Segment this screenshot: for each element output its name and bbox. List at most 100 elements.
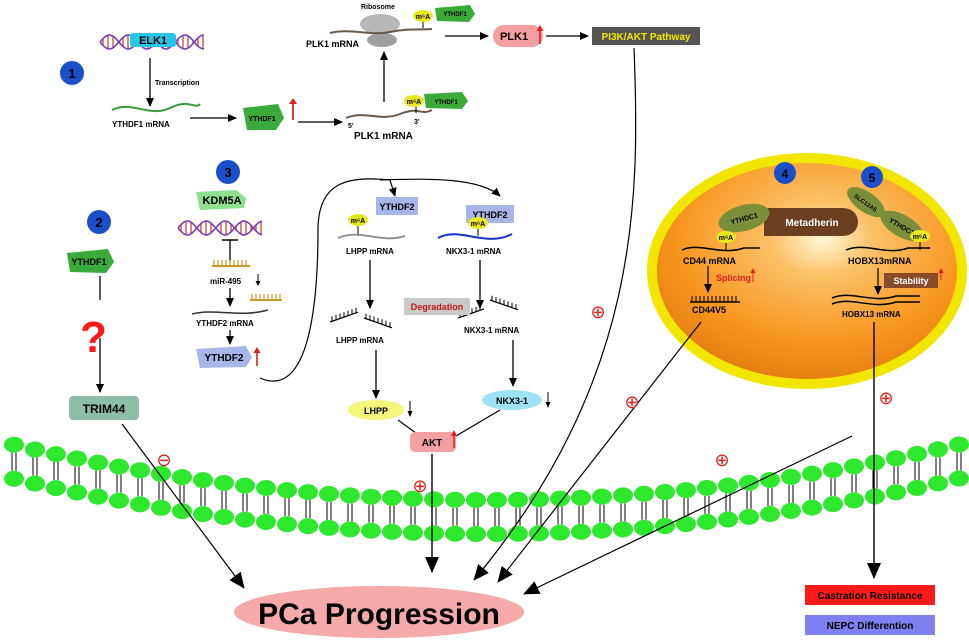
lipid-head	[298, 484, 318, 501]
hobx-mrna-top-label: HOBX13mRNA	[848, 256, 912, 266]
ythdf2-protein-shape	[196, 346, 252, 368]
lipid-head	[361, 522, 381, 539]
ythdf2-mrna-strand	[191, 309, 269, 315]
lipid-head	[571, 523, 591, 540]
plus-sign-akt: ⊕	[412, 476, 427, 496]
degraded-mrna-fragments	[329, 295, 519, 329]
lhpp-box	[348, 400, 404, 420]
pathway-2: 2 YTHDF1 ? TRIM44	[67, 210, 139, 420]
ythdf1-protein-label: YTHDF1	[248, 116, 275, 123]
ythdf1-protein-shape	[243, 104, 284, 130]
degradation-label: Degradation	[411, 302, 464, 312]
lipid-head	[424, 491, 444, 508]
lipid-head	[613, 521, 633, 538]
ythdf1-protein-2-label: YTHDF1	[71, 257, 106, 267]
ythdf1-mrna-strand	[111, 102, 201, 113]
nkx-label: NKX3-1	[496, 396, 528, 406]
lipid-head	[403, 490, 423, 507]
lipid-head	[361, 488, 381, 505]
cd44-mrna-strand	[681, 246, 760, 252]
step-number-1: 1	[68, 66, 75, 81]
ythdf1-mrna-label: YTHDF1 mRNA	[112, 120, 170, 129]
lipid-head	[445, 491, 465, 508]
trim44-box	[69, 396, 139, 420]
step-number-3: 3	[224, 165, 231, 180]
ribosome-small-subunit	[367, 33, 397, 47]
lipid-head	[928, 475, 948, 492]
ythdf2-feedback-arrow-right	[379, 178, 501, 197]
lipid-head	[46, 446, 66, 463]
lipid-head	[4, 436, 24, 453]
plus-sign-cd44: ⊕	[624, 392, 639, 412]
lipid-head	[466, 525, 486, 542]
lipid-head	[844, 492, 864, 509]
lipid-head	[445, 525, 465, 542]
pi3k-label: PI3K/AKT Pathway	[602, 32, 691, 43]
lipid-head	[760, 471, 780, 488]
lipid-head	[403, 524, 423, 541]
ythdf2-mrna-label: YTHDF2 mRNA	[196, 319, 254, 328]
lipid-head	[130, 462, 150, 479]
lipid-head	[466, 491, 486, 508]
lipid-head	[823, 462, 843, 479]
mir495-bound-ticks	[251, 294, 281, 300]
nepc-box	[805, 615, 935, 635]
plus-sign-hobx: ⊕	[878, 388, 893, 408]
degradation-box	[404, 298, 470, 315]
lipid-head	[739, 474, 759, 491]
kdm5a-label: KDM5A	[202, 195, 241, 207]
lipid-head	[487, 525, 507, 542]
five-prime-label: 5'	[348, 123, 354, 130]
ythdf1-bound-shape	[424, 92, 468, 109]
lipid-head	[487, 491, 507, 508]
ythdf2-feedback-arrow-left	[259, 178, 397, 382]
pca-label: PCa Progression	[258, 598, 500, 631]
metadherin-label: Metadherin	[785, 218, 838, 229]
lipid-head	[25, 475, 45, 492]
down-arrowhead-nkx	[545, 402, 551, 408]
pca-ellipse	[234, 586, 524, 638]
pathway-4: 4 Metadherin YTHDC1 m⁶A CD44 mRNA Splici…	[681, 162, 858, 315]
up-arrowhead-ythdf2	[253, 347, 261, 353]
ribosome-label: Ribosome	[361, 4, 395, 11]
lipid-head	[256, 513, 276, 530]
cell-body	[657, 163, 957, 379]
nkx-mrna-bottom-label: NKX3-1 mRNA	[464, 326, 519, 335]
step-badge-4	[774, 162, 796, 184]
up-arrowhead-plk1	[536, 25, 544, 31]
helix-strand	[177, 220, 263, 236]
lipid-head	[802, 499, 822, 516]
ythdf1-protein-2-shape	[67, 249, 114, 273]
lipid-head	[655, 484, 675, 501]
lipid-head	[172, 469, 192, 486]
lipid-head	[424, 525, 444, 542]
pi3k-to-pca-arrow	[473, 47, 637, 581]
lipid-head	[886, 450, 906, 467]
mir495-label: miR-495	[210, 277, 242, 286]
lipid-head	[109, 458, 129, 475]
lipid-head	[319, 485, 339, 502]
cell-membrane	[4, 436, 969, 542]
lipid-head	[802, 465, 822, 482]
transcription-label: Transcription	[155, 80, 199, 87]
fragment-line	[457, 308, 485, 319]
m6a-4-label: m⁶A	[719, 235, 734, 242]
lipid-head	[298, 518, 318, 535]
ythdf2-left-label: YTHDF2	[379, 202, 414, 212]
lipid-head	[718, 477, 738, 494]
ythdf1-ribosome-shape	[435, 5, 475, 22]
m6a-4-badge	[716, 231, 736, 243]
m6a-label-upper: m⁶A	[416, 14, 431, 21]
ythdf2-left-box	[376, 197, 418, 215]
lipid-head	[235, 477, 255, 494]
nepc-label: NEPC Differention	[827, 621, 914, 632]
plk1-box	[493, 25, 543, 47]
nkx-box	[482, 390, 542, 410]
plus-sign-pi3k: ⊕	[590, 302, 605, 322]
lipid-head	[592, 522, 612, 539]
lipid-head	[340, 487, 360, 504]
step-badge-2	[87, 210, 111, 234]
lipid-head	[214, 508, 234, 525]
lipid-head	[88, 454, 108, 471]
